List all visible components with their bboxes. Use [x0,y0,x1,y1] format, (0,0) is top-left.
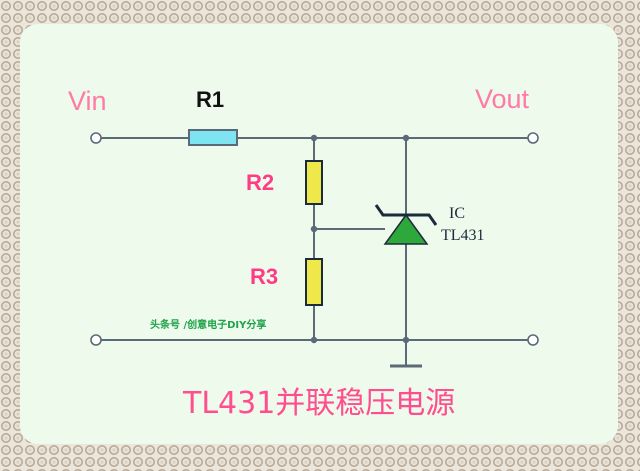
r2-resistor [305,160,323,205]
junction-dot [402,336,410,344]
r2-label: R2 [246,170,274,195]
junction-dot [402,134,410,142]
vout-label: Vout [475,84,530,114]
ground-terminal-right [527,334,539,346]
junction-dot [310,225,318,233]
wiring [100,137,528,368]
tl431-symbol [374,204,438,245]
r3-label: R3 [250,264,278,289]
vout-terminal [527,132,539,144]
r1-label: R1 [196,87,224,112]
vin-label: Vin [68,86,107,116]
watermark-text: 头条号 /创意电子DIY分享 [150,318,266,331]
zener-triangle [383,213,429,245]
diagram-title: TL431并联稳压电源 [182,386,455,421]
r3-resistor [305,258,323,306]
r1-resistor [188,129,238,146]
ic-label: IC [449,205,465,222]
junctions [310,134,410,344]
junction-dot [310,336,318,344]
ground-terminal-left [90,334,102,346]
ic-part-label: TL431 [441,227,485,244]
terminals [90,132,539,346]
vin-terminal [90,132,102,144]
junction-dot [310,134,318,142]
zener-cathode-bar [374,204,438,226]
